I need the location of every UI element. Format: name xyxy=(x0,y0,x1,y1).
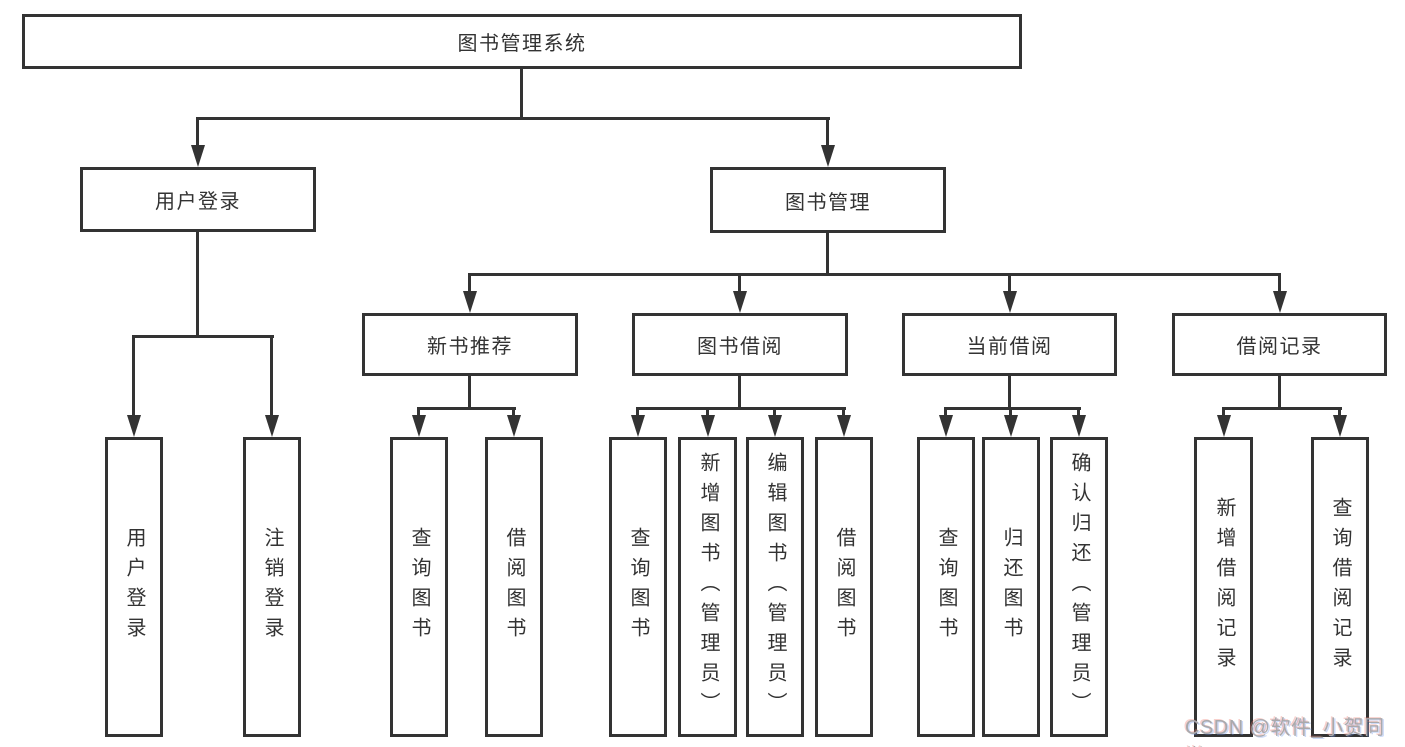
connector-records-branch xyxy=(1222,407,1342,410)
node-new-book-recommend: 新书推荐 xyxy=(362,313,578,376)
arrow-down-icon xyxy=(701,415,715,437)
connector-leaf xyxy=(842,407,845,418)
arrow-down-icon xyxy=(733,291,747,313)
connector-root-stem xyxy=(520,69,523,117)
leaf-records-query-record: 查询借阅记录 xyxy=(1311,437,1369,737)
connector-leaf xyxy=(706,407,709,418)
node-book-management: 图书管理 xyxy=(710,167,946,233)
arrow-down-icon xyxy=(507,415,521,437)
arrow-down-icon xyxy=(1004,415,1018,437)
connector-to-current-borrow xyxy=(1008,273,1011,293)
arrow-down-icon xyxy=(191,145,205,167)
leaf-current-query-books: 查询图书 xyxy=(917,437,975,737)
connector-to-borrow-records xyxy=(1278,273,1281,293)
node-user-login: 用户登录 xyxy=(80,167,316,232)
connector-user-login-branch xyxy=(132,335,274,338)
arrow-down-icon xyxy=(265,415,279,437)
connector-book-mgmt-branch xyxy=(468,273,1281,276)
node-book-borrow: 图书借阅 xyxy=(632,313,848,376)
connector-to-new-book xyxy=(468,273,471,293)
arrow-down-icon xyxy=(412,415,426,437)
leaf-user-login: 用户登录 xyxy=(105,437,163,737)
arrow-down-icon xyxy=(1003,291,1017,313)
arrow-down-icon xyxy=(1217,415,1231,437)
connector-to-leaf-user-login xyxy=(132,335,135,417)
arrow-down-icon xyxy=(821,145,835,167)
connector-newbook-branch xyxy=(417,407,516,410)
connector-leaf xyxy=(1222,407,1225,418)
connector-to-book-management xyxy=(826,117,829,146)
connector-user-login-stem xyxy=(196,232,199,335)
arrow-down-icon xyxy=(463,291,477,313)
connector-leaf xyxy=(773,407,776,418)
leaf-current-return-books: 归还图书 xyxy=(982,437,1040,737)
connector-to-user-login xyxy=(196,117,199,146)
arrow-down-icon xyxy=(1333,415,1347,437)
connector-currentborrow-stem xyxy=(1008,376,1011,407)
leaf-borrow-add-books-admin: 新增图书（管理员） xyxy=(678,437,737,737)
connector-leaf xyxy=(1077,407,1080,418)
connector-leaf xyxy=(512,407,515,418)
connector-book-mgmt-stem xyxy=(826,233,829,273)
node-current-borrow: 当前借阅 xyxy=(902,313,1117,376)
csdn-watermark: CSDN @软件_小贺同学 xyxy=(1185,717,1385,747)
connector-records-stem xyxy=(1278,376,1281,407)
leaf-records-add-record: 新增借阅记录 xyxy=(1194,437,1253,737)
leaf-logout-login: 注销登录 xyxy=(243,437,301,737)
connector-leaf xyxy=(417,407,420,418)
connector-bookborrow-stem xyxy=(738,376,741,407)
connector-root-branch xyxy=(196,117,830,120)
leaf-borrow-edit-books-admin: 编辑图书（管理员） xyxy=(746,437,804,737)
connector-to-leaf-logout xyxy=(270,335,273,417)
leaf-newbook-query-books: 查询图书 xyxy=(390,437,448,737)
leaf-newbook-borrow-books: 借阅图书 xyxy=(485,437,543,737)
leaf-current-confirm-return-admin: 确认归还（管理员） xyxy=(1050,437,1108,737)
arrow-down-icon xyxy=(768,415,782,437)
connector-currentborrow-branch xyxy=(944,407,1081,410)
arrow-down-icon xyxy=(127,415,141,437)
leaf-borrow-borrow-books: 借阅图书 xyxy=(815,437,873,737)
arrow-down-icon xyxy=(631,415,645,437)
arrow-down-icon xyxy=(939,415,953,437)
connector-leaf xyxy=(944,407,947,418)
connector-newbook-stem xyxy=(468,376,471,407)
connector-leaf xyxy=(636,407,639,418)
arrow-down-icon xyxy=(837,415,851,437)
arrow-down-icon xyxy=(1273,291,1287,313)
connector-leaf xyxy=(1009,407,1012,418)
node-library-management-system: 图书管理系统 xyxy=(22,14,1022,69)
connector-to-book-borrow xyxy=(738,273,741,293)
node-borrow-records: 借阅记录 xyxy=(1172,313,1387,376)
leaf-borrow-query-books: 查询图书 xyxy=(609,437,667,737)
arrow-down-icon xyxy=(1072,415,1086,437)
connector-bookborrow-branch xyxy=(636,407,846,410)
connector-leaf xyxy=(1338,407,1341,418)
